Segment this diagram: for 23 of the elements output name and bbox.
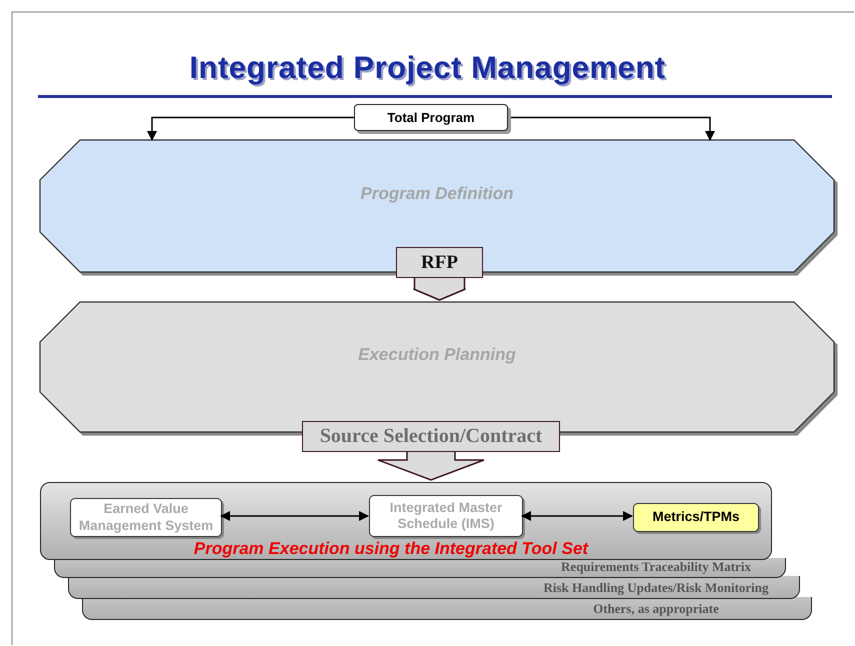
arrow	[508, 116, 715, 141]
tool-set-card	[40, 482, 772, 560]
card-item: Risk Handling Updates/Risk Monitoring	[542, 580, 770, 596]
block-arrow	[377, 451, 485, 481]
card-item: Requirements Traceability Matrix	[560, 559, 752, 575]
card-item: Others, as appropriate	[592, 601, 720, 617]
tool-set-card	[68, 576, 800, 599]
arrow	[147, 116, 354, 141]
block-arrow	[412, 277, 466, 301]
label-box: Total Program	[354, 104, 508, 131]
arrow	[521, 511, 633, 521]
phase-label: Program Definition	[359, 184, 514, 204]
block-arrow-label: Source Selection/Contract	[302, 421, 560, 452]
card-title: Program Execution using the Integrated Tool Set	[192, 539, 590, 559]
tool-box: Integrated Master Schedule (IMS)	[369, 495, 523, 537]
tool-box: Metrics/TPMs	[633, 503, 759, 532]
phase-label: Execution Planning	[357, 345, 517, 365]
arrow	[220, 511, 369, 521]
tool-set-card	[54, 558, 786, 578]
tool-box: Earned Value Management System	[70, 498, 222, 537]
tool-set-card	[82, 597, 812, 620]
block-arrow-label: RFP	[396, 247, 483, 278]
title: Integrated Project Management	[188, 50, 667, 86]
